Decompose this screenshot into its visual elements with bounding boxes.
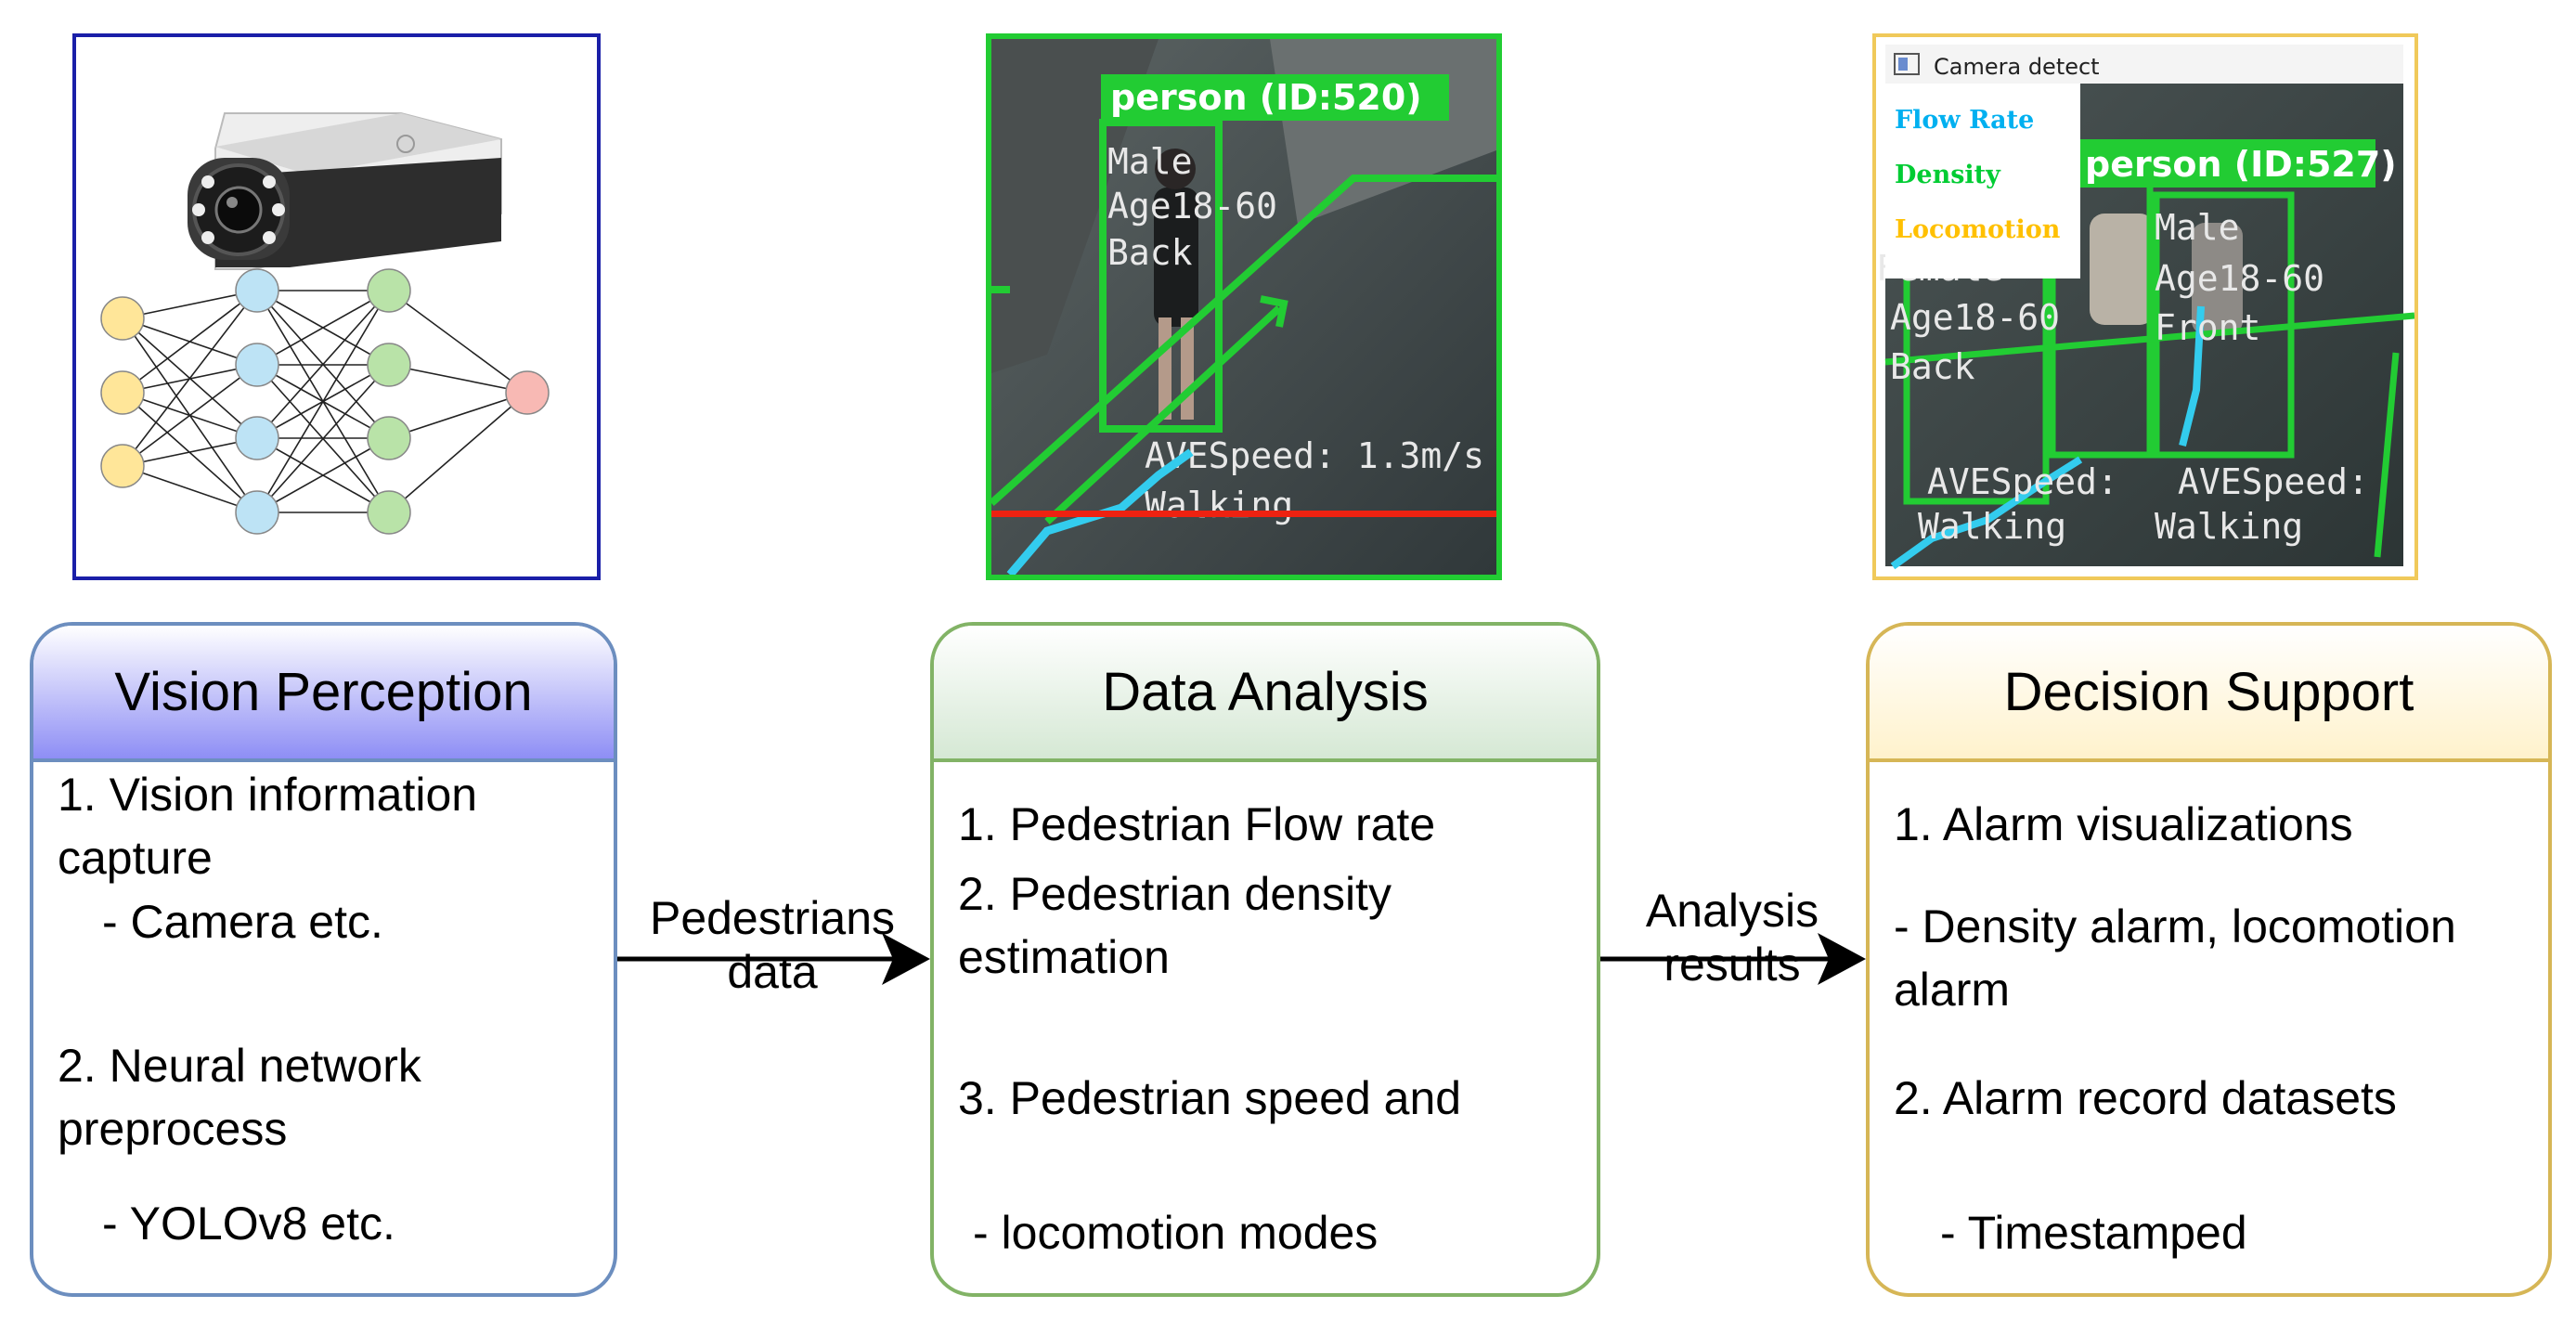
analysis-item-2: 2. Pedestrian density estimation [958,868,1392,983]
decision-support-title: Decision Support [1870,626,2548,762]
decision-item-4: - Timestamped [1940,1207,2247,1259]
legend-density: Density [1895,161,2001,189]
decision-item-3: 2. Alarm record datasets [1894,1072,2397,1124]
decision-right-attr-1: Male [2155,207,2240,248]
neural-network-icon [122,290,528,513]
data-analysis-title: Data Analysis [934,626,1597,762]
decision-right-speed: AVESpeed: [2178,461,2369,502]
window-icon [1894,53,1920,75]
vision-image-panel [72,33,601,580]
analysis-mode: Walking [1145,485,1293,525]
vision-item-4: - YOLOv8 etc. [102,1198,395,1250]
analysis-item-3: 3. Pedestrian speed and [958,1072,1462,1124]
decision-right-attr-3: Front [2155,307,2260,348]
edge-label-line-1: Pedestrians [649,892,896,944]
vision-perception-title: Vision Perception [33,626,614,762]
analysis-screenshot: person (ID:520) Male Age18-60 Back AVESp… [986,33,1502,580]
vision-illustration [100,112,550,535]
decision-item-2: - Density alarm, locomotion alarm [1894,900,2456,1016]
decision-right-attr-2: Age18-60 [2155,258,2324,299]
camera-icon [188,112,502,270]
analysis-speed: AVESpeed: 1.3m/s [1145,435,1484,476]
decision-support-box: Decision Support 1. Alarm visualizations… [1866,622,2552,1297]
decision-item-1: 1. Alarm visualizations [1894,798,2353,850]
decision-right-mode: Walking [2155,506,2303,547]
decision-scene: Camera detect person (ID:527) Female Age… [1876,37,2414,576]
decision-left-attr-3: Back [1890,346,1975,387]
arrow-analysis-to-decision [1600,933,1866,985]
decision-screenshot: Camera detect person (ID:527) Female Age… [1872,33,2418,580]
decision-detection-label: person (ID:527) [2085,144,2397,185]
vision-item-1: 1. Vision information capture [58,769,478,884]
edge-label-line-2: results [1663,939,1801,991]
decision-left-mode: Walking [1918,506,2066,547]
vision-item-2: - Camera etc. [102,896,383,948]
analysis-item-1: 1. Pedestrian Flow rate [958,798,1436,850]
decision-left-speed: AVESpeed: [1927,461,2118,502]
window-title: Camera detect [1934,54,2100,80]
data-analysis-box: Data Analysis 1. Pedestrian Flow rate 2.… [930,622,1600,1297]
edge-label-analysis-results: Analysis results [1602,884,1862,991]
decision-left-attr-2: Age18-60 [1890,297,2060,338]
edge-label-line-2: data [727,946,818,998]
arrow-vision-to-analysis [617,933,930,985]
edge-label-line-1: Analysis [1645,885,1819,937]
analysis-attr-1: Male [1107,141,1193,182]
legend-locomotion: Locomotion [1895,215,2061,244]
analysis-detection-label: person (ID:520) [1110,77,1422,118]
analysis-item-4: - locomotion modes [973,1207,1379,1259]
legend-flow-rate: Flow Rate [1895,106,2034,135]
analysis-scene: person (ID:520) Male Age18-60 Back AVESp… [991,39,1496,575]
edge-label-pedestrians-data: Pedestrians data [624,891,921,999]
analysis-attr-3: Back [1107,232,1193,273]
vision-perception-box: Vision Perception 1. Vision information … [30,622,617,1297]
vision-item-3: 2. Neural network preprocess [58,1040,421,1155]
analysis-attr-2: Age18-60 [1107,186,1277,227]
